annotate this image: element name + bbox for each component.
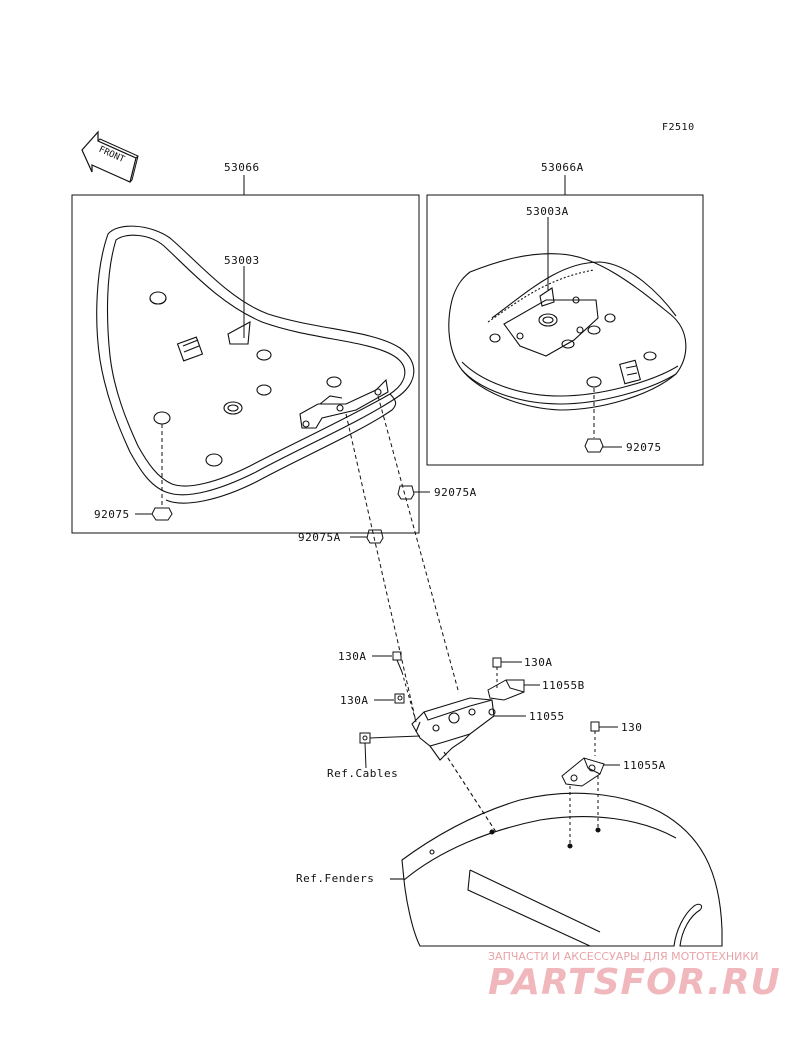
damper-left-part xyxy=(135,424,173,521)
bolt-130-part xyxy=(590,721,618,756)
bolt-130a-right-part xyxy=(492,657,522,688)
bolt-130a-mid-part xyxy=(374,693,405,704)
callout-seat-cover: 53003 xyxy=(224,254,260,267)
seat-assy-alt-box xyxy=(426,194,704,466)
damper-right-part xyxy=(584,388,622,453)
callout-damper-left: 92075 xyxy=(94,508,130,521)
callout-ref-fenders: Ref.Fenders xyxy=(296,872,375,885)
callout-bracket-11055b: 11055B xyxy=(542,679,585,692)
passenger-seat xyxy=(448,253,687,411)
figure-code: F2510 xyxy=(662,122,695,133)
rider-seat xyxy=(96,225,415,504)
callout-bolt-130: 130 xyxy=(621,721,643,734)
callout-seat-cover-alt: 53003A xyxy=(526,205,569,218)
watermark-logo: PARTSFOR.RU xyxy=(488,962,781,1003)
callout-damper-a-lower: 92075A xyxy=(298,531,341,544)
bolt-130a-top-part xyxy=(372,651,417,723)
callout-bolt-130a-top: 130A xyxy=(338,650,367,663)
damper-a-lower-part xyxy=(350,529,384,544)
seat-assy-box xyxy=(71,194,420,534)
front-arrow-icon: FRONT xyxy=(81,130,139,183)
callout-damper-a-upper: 92075A xyxy=(434,486,477,499)
rear-fender xyxy=(390,792,723,947)
watermark-subtitle: ЗАПЧАСТИ И АКСЕССУАРЫ ДЛЯ МОТОТЕХНИКИ xyxy=(488,950,759,963)
callout-bracket-11055a: 11055A xyxy=(623,759,666,772)
center-bracket xyxy=(411,697,497,833)
callout-bracket-11055: 11055 xyxy=(529,710,565,723)
callout-bolt-130a-mid: 130A xyxy=(340,694,369,707)
callout-seat-assy: 53066 xyxy=(224,161,260,174)
callout-seat-assy-alt: 53066A xyxy=(541,161,584,174)
bracket-b-part xyxy=(487,679,540,701)
ref-cables-fastener xyxy=(359,732,421,769)
damper-a-upper-part xyxy=(397,485,430,500)
callout-damper-right: 92075 xyxy=(626,441,662,454)
bracket-a-part xyxy=(561,757,620,844)
callout-bolt-130a-right: 130A xyxy=(524,656,553,669)
callout-ref-cables: Ref.Cables xyxy=(327,767,399,780)
